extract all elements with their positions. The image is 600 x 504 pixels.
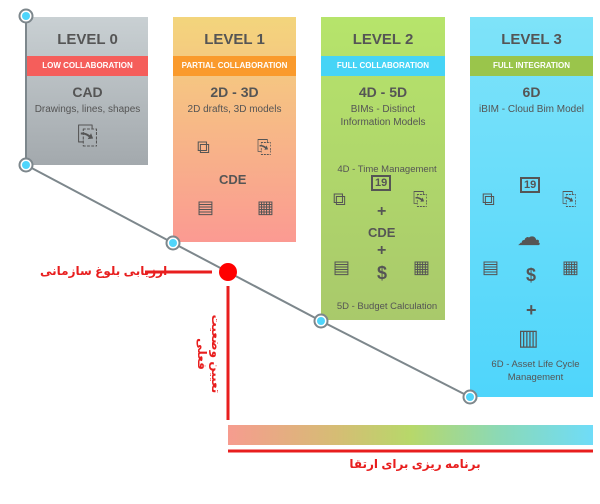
documents-icon: ⎘ xyxy=(413,189,428,209)
blueprint-icon: ▦ xyxy=(257,197,275,217)
blueprint-icon: ▦ xyxy=(562,257,580,277)
timeline-nodes xyxy=(18,8,478,405)
3d-model-file-icon: ⧉ xyxy=(197,137,210,157)
progression-gradient-bar xyxy=(228,425,593,445)
dollar-icon: $ xyxy=(377,263,388,283)
level-subtitle: 2D drafts, 3D models xyxy=(187,104,282,115)
blueprint-icon: ▦ xyxy=(413,257,431,277)
level-label: LEVEL 2 xyxy=(352,31,414,48)
maturity-assessment-label: ارزیابی بلوغ سازمانی xyxy=(40,264,168,278)
level-label: LEVEL 0 xyxy=(57,31,118,48)
cde-hub: CDE xyxy=(219,172,247,187)
cloud-sync-icon: ☁ xyxy=(517,224,541,251)
buildings-icon: ▥ xyxy=(518,325,539,350)
current-position-marker xyxy=(219,263,237,281)
level-1-panel: LEVEL 1 PARTIAL COLLABORATION 2D - 3D 2D… xyxy=(173,17,296,242)
3d-model-file-icon: ⧉ xyxy=(333,189,346,209)
plus-sign: + xyxy=(377,203,387,220)
timeline-node-3 xyxy=(313,313,329,329)
collaboration-band: FULL COLLABORATION xyxy=(321,56,445,76)
level-3-panel: LEVEL 3 FULL INTEGRATION 6D iBIM - Cloud… xyxy=(470,17,593,397)
upgrade-planning-label: برنامه ریزی برای ارتقا xyxy=(349,457,481,471)
collaboration-band: LOW COLLABORATION xyxy=(27,56,148,76)
documents-icon: ⎘ xyxy=(257,137,272,157)
timeline-diagonal xyxy=(25,164,471,398)
text-document-icon: ▤ xyxy=(482,257,500,277)
level-subtitle: Drawings, lines, shapes xyxy=(34,104,141,115)
text-document-icon: ▤ xyxy=(333,257,351,277)
timeline-node-1 xyxy=(18,157,34,173)
3d-model-file-icon: ⧉ xyxy=(482,189,495,209)
level-subtitle: BIMs - Distinct Information Models xyxy=(340,104,426,128)
level-0-panel: LEVEL 0 LOW COLLABORATION CAD Drawings, … xyxy=(27,17,148,165)
cde-hub: CDE xyxy=(368,225,396,240)
documents-icon: ⎘ xyxy=(77,120,98,150)
level-2-panel: LEVEL 2 FULL COLLABORATION 4D - 5D BIMs … xyxy=(321,17,445,320)
dollar-icon: $ xyxy=(526,265,537,285)
calendar-icon: 19 xyxy=(371,175,392,191)
budget-calculation-note: 5D - Budget Calculation xyxy=(336,301,438,312)
documents-icon: ⎘ xyxy=(562,189,577,209)
current-status-label: تعیین وضعیت فعلی xyxy=(195,314,223,394)
text-document-icon: ▤ xyxy=(197,197,215,217)
time-management-note: 4D - Time Management xyxy=(337,164,437,175)
plus-sign: + xyxy=(526,300,537,320)
level-title: 6D xyxy=(522,84,541,100)
collaboration-band: PARTIAL COLLABORATION xyxy=(173,56,296,76)
level-label: LEVEL 1 xyxy=(204,31,265,48)
asset-lifecycle-note: 6D - Asset Life Cycle Management xyxy=(491,359,580,383)
level-title: CAD xyxy=(72,84,103,100)
level-subtitle: iBIM - Cloud Bim Model xyxy=(478,104,585,115)
calendar-icon: 19 xyxy=(520,177,541,193)
plus-sign: + xyxy=(377,242,387,259)
level-title: 4D - 5D xyxy=(358,84,408,100)
timeline-node-0 xyxy=(18,8,34,24)
collaboration-band: FULL INTEGRATION xyxy=(470,56,593,76)
timeline-node-4 xyxy=(462,389,478,405)
level-label: LEVEL 3 xyxy=(501,31,562,48)
timeline-node-2 xyxy=(165,235,181,251)
level-title: 2D - 3D xyxy=(210,84,259,100)
